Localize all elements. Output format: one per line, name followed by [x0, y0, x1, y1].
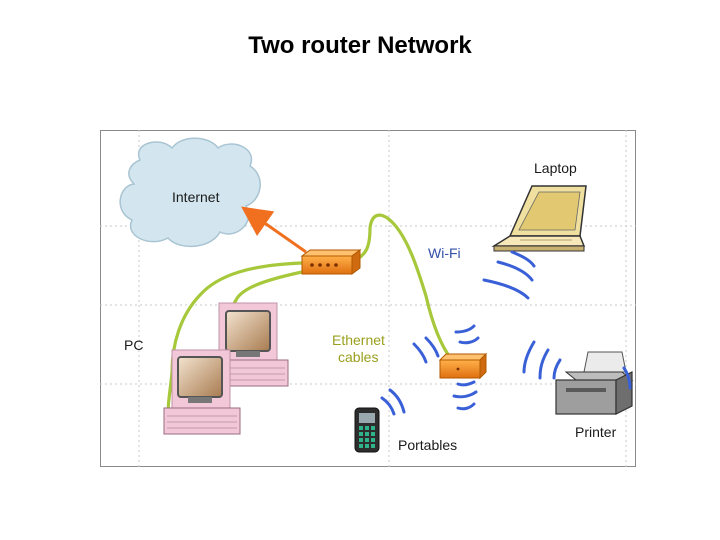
- printer-icon: [555, 351, 634, 415]
- wifi-signal-icon: [380, 250, 632, 416]
- wifi-label: Wi-Fi: [428, 245, 461, 261]
- pc-label: PC: [124, 337, 144, 353]
- internet-label: Internet: [172, 189, 220, 205]
- pc-icon: [163, 349, 241, 435]
- portables-label: Portables: [398, 437, 458, 453]
- ethernet-label-line1: Ethernet: [332, 332, 385, 348]
- printer-label: Printer: [575, 424, 617, 440]
- router-icon: [438, 352, 488, 380]
- pc-icon: [218, 302, 289, 387]
- slide-title: Two router Network: [248, 32, 472, 59]
- internet-link-arrow: [241, 206, 307, 254]
- laptop-label: Laptop: [534, 160, 577, 176]
- laptop-icon: [491, 185, 587, 252]
- ethernet-label-line2: cables: [338, 349, 379, 365]
- portable-device-icon: [354, 407, 380, 453]
- cable-router-to-router2: [346, 213, 454, 362]
- router-icon: [300, 249, 362, 275]
- cable-router-to-pc1: [166, 261, 304, 422]
